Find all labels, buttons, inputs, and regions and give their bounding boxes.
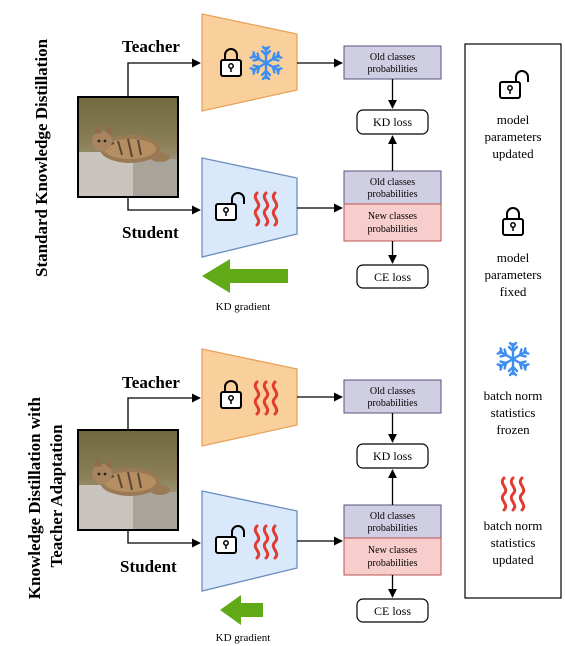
kd-gradient-arrow — [220, 595, 263, 625]
svg-text:updated: updated — [492, 552, 534, 567]
svg-text:probabilities: probabilities — [368, 523, 418, 534]
svg-text:statistics: statistics — [491, 535, 536, 550]
ce-loss-box — [356, 598, 429, 623]
svg-text:statistics: statistics — [491, 405, 536, 420]
svg-text:New classes: New classes — [368, 211, 417, 222]
svg-text:Old classes: Old classes — [370, 386, 415, 397]
kd-loss-box — [356, 109, 429, 135]
svg-text:model: model — [497, 250, 530, 265]
student-label: Student — [122, 223, 179, 242]
student-old-probs-box — [343, 504, 442, 539]
legend-item-bn-updated: batch norm statistics updated — [484, 476, 543, 567]
student-new-probs-line1: New classes — [368, 545, 417, 556]
student-model — [201, 490, 298, 592]
svg-text:fixed: fixed — [500, 284, 527, 299]
student-new-probs-line2: probabilities — [368, 558, 418, 569]
teacher-model — [201, 13, 298, 112]
kd-loss-label: KD loss — [373, 115, 412, 129]
kd-loss-box — [356, 443, 429, 469]
legend-text-line: model — [497, 250, 530, 265]
teacher-old-probs-box — [343, 45, 442, 80]
kd-gradient-arrow — [202, 259, 288, 293]
kd-gradient-label: KD gradient — [216, 632, 271, 644]
legend-text-line: statistics — [491, 405, 536, 420]
teacher-old-probs-line1: Old classes — [370, 52, 415, 63]
svg-text:Old classes: Old classes — [370, 177, 415, 188]
student-new-probs-line2: probabilities — [368, 224, 418, 235]
input-to-teacher-arrow — [127, 393, 201, 430]
input-cat-image — [77, 96, 179, 198]
teacher-label: Teacher — [122, 373, 180, 392]
student-old-probs-line1: Old classes — [370, 177, 415, 188]
svg-text:batch norm: batch norm — [484, 518, 543, 533]
svg-text:New classes: New classes — [368, 545, 417, 556]
ce-loss-label: CE loss — [374, 270, 411, 284]
svg-text:Old classes: Old classes — [370, 511, 415, 522]
student-old-probs-box — [343, 170, 442, 205]
student-new-probs-box — [343, 203, 442, 242]
input-to-teacher-arrow — [127, 58, 201, 97]
svg-text:model: model — [497, 112, 530, 127]
svg-text:probabilities: probabilities — [368, 189, 418, 200]
legend-text-line: parameters — [484, 267, 541, 282]
svg-text:updated: updated — [492, 146, 534, 161]
legend-text-line: statistics — [491, 535, 536, 550]
input-to-student-arrow — [127, 197, 201, 215]
legend-box — [464, 43, 562, 599]
teacher-old-probs-line2: probabilities — [368, 398, 418, 409]
input-to-student-arrow — [127, 530, 201, 548]
teacher-old-probs-line1: Old classes — [370, 386, 415, 397]
input-cat-image — [77, 429, 179, 531]
svg-text:probabilities: probabilities — [368, 398, 418, 409]
student-old-probs-line2: probabilities — [368, 523, 418, 534]
section-standard-kd: Standard Knowledge Distillation Teacher … — [32, 13, 442, 313]
section-kd-teacher-adaptation: Knowledge Distillation with Teacher Adap… — [25, 348, 442, 644]
legend-text-line: frozen — [496, 422, 530, 437]
legend-item-params-updated: model parameters updated — [484, 70, 542, 161]
svg-text:probabilities: probabilities — [368, 64, 418, 75]
svg-text:frozen: frozen — [496, 422, 530, 437]
student-new-probs-line1: New classes — [368, 211, 417, 222]
student-new-probs-box — [343, 537, 442, 576]
teacher-label: Teacher — [122, 37, 180, 56]
legend-text-line: batch norm — [484, 518, 543, 533]
teacher-old-probs-line2: probabilities — [368, 64, 418, 75]
student-old-probs-line2: probabilities — [368, 189, 418, 200]
ce-loss-label: CE loss — [374, 604, 411, 618]
legend-text-line: updated — [492, 146, 534, 161]
legend-item-params-fixed: model parameters fixed — [484, 207, 542, 299]
teacher-model — [201, 348, 298, 447]
legend-text-line: parameters — [484, 129, 541, 144]
svg-text:probabilities: probabilities — [368, 224, 418, 235]
ce-loss-box — [356, 264, 429, 289]
svg-text:parameters: parameters — [484, 267, 541, 282]
legend-item-bn-frozen: batch norm statistics frozen — [484, 343, 543, 437]
svg-text:Old classes: Old classes — [370, 52, 415, 63]
student-label: Student — [120, 557, 177, 576]
section-title: Standard Knowledge Distillation — [32, 38, 51, 277]
student-old-probs-line1: Old classes — [370, 511, 415, 522]
legend-text-line: batch norm — [484, 388, 543, 403]
legend-text-line: model — [497, 112, 530, 127]
legend-text-line: updated — [492, 552, 534, 567]
student-model — [201, 157, 298, 258]
legend: model parameters updated model parameter… — [464, 43, 562, 599]
svg-text:parameters: parameters — [484, 129, 541, 144]
legend-text-line: fixed — [500, 284, 527, 299]
kd-gradient-label: KD gradient — [216, 301, 271, 313]
kd-loss-label: KD loss — [373, 449, 412, 463]
section-title: Knowledge Distillation with Teacher Adap… — [25, 393, 66, 599]
svg-text:batch norm: batch norm — [484, 388, 543, 403]
svg-text:probabilities: probabilities — [368, 558, 418, 569]
